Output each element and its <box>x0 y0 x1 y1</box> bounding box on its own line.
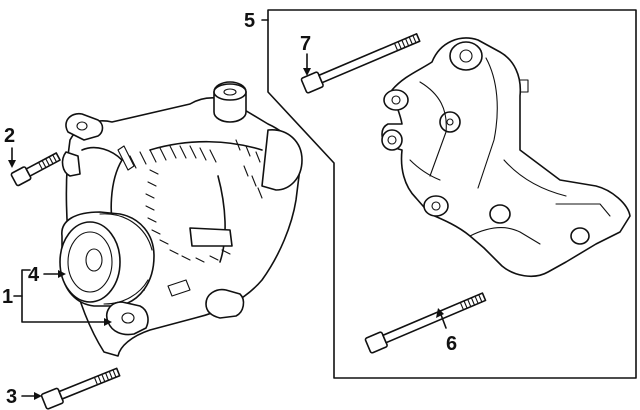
mounting-bracket-illustration <box>381 37 631 278</box>
callout-2-arrowhead <box>8 160 16 168</box>
callout-2: 2 <box>4 125 15 147</box>
callout-6-arrowhead <box>436 308 444 318</box>
bolt-7-illustration <box>300 33 421 94</box>
callout-5: 5 <box>244 10 255 32</box>
callout-3-arrowhead <box>34 392 42 400</box>
callout-7-arrowhead <box>303 68 311 76</box>
callout-7: 7 <box>300 33 311 55</box>
callout-1-arrowhead <box>104 318 112 326</box>
bracket-inset-frame <box>267 9 637 379</box>
callout-1: 1 <box>2 286 13 308</box>
callout-1-bracket <box>21 269 109 323</box>
callout-6: 6 <box>446 333 457 355</box>
bolt-2-illustration <box>10 152 61 187</box>
callout-3: 3 <box>6 386 17 408</box>
bolt-3-illustration <box>40 367 121 410</box>
alternator-illustration <box>59 81 303 357</box>
bolt-6-illustration <box>364 292 487 354</box>
callout-4-arrowhead <box>58 270 66 278</box>
callout-4: 4 <box>28 264 40 286</box>
